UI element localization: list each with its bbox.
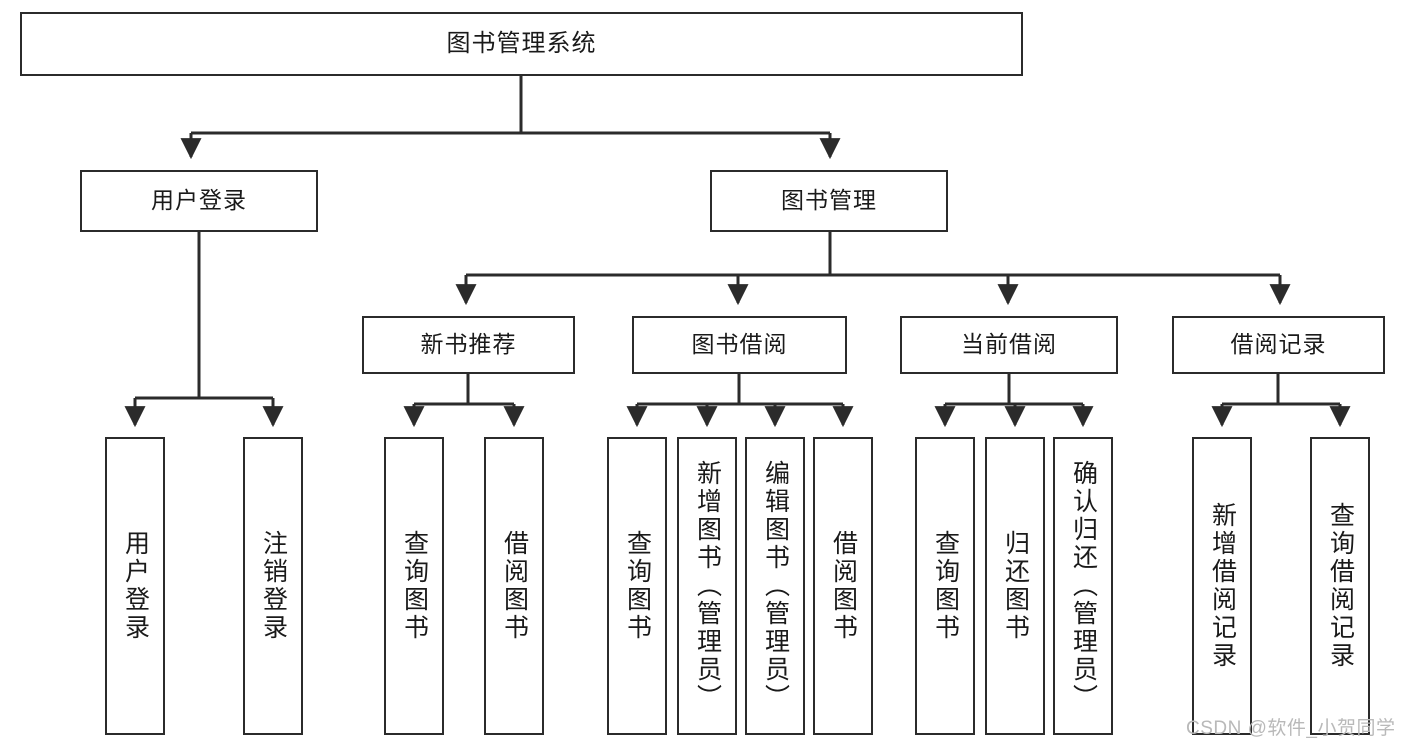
node-label: 用户登录 xyxy=(151,187,247,214)
csdn-watermark: CSDN @软件_小贺同学 xyxy=(1186,718,1396,739)
node-leaf-user-login[interactable]: 用户登录 xyxy=(105,437,165,735)
node-label: 查询图书 xyxy=(400,530,429,642)
node-leaf-add-book[interactable]: 新增图书（管理员） xyxy=(677,437,737,735)
node-label: 新增借阅记录 xyxy=(1208,502,1237,670)
node-label: 新增图书（管理员） xyxy=(693,460,722,712)
node-label: 查询图书 xyxy=(623,530,652,642)
node-label: 编辑图书（管理员） xyxy=(761,460,790,712)
node-leaf-logout-login[interactable]: 注销登录 xyxy=(243,437,303,735)
node-label: 借阅图书 xyxy=(500,530,529,642)
node-label: 查询图书 xyxy=(931,530,960,642)
node-label: 新书推荐 xyxy=(420,331,517,358)
node-label: 图书借阅 xyxy=(691,331,788,358)
node-leaf-edit-book[interactable]: 编辑图书（管理员） xyxy=(745,437,805,735)
node-label: 借阅记录 xyxy=(1230,331,1327,358)
node-new-book-recommend[interactable]: 新书推荐 xyxy=(362,316,575,374)
node-leaf-query-book-1[interactable]: 查询图书 xyxy=(384,437,444,735)
node-leaf-add-record[interactable]: 新增借阅记录 xyxy=(1192,437,1252,735)
node-borrow-record[interactable]: 借阅记录 xyxy=(1172,316,1385,374)
node-user-login[interactable]: 用户登录 xyxy=(80,170,318,232)
node-leaf-query-book-2[interactable]: 查询图书 xyxy=(607,437,667,735)
node-root-system[interactable]: 图书管理系统 xyxy=(20,12,1023,76)
node-leaf-borrow-book-2[interactable]: 借阅图书 xyxy=(813,437,873,735)
node-book-management[interactable]: 图书管理 xyxy=(710,170,948,232)
node-label: 确认归还（管理员） xyxy=(1069,460,1098,712)
node-leaf-query-book-3[interactable]: 查询图书 xyxy=(915,437,975,735)
node-label: 注销登录 xyxy=(259,530,288,642)
node-label: 借阅图书 xyxy=(829,530,858,642)
node-label: 查询借阅记录 xyxy=(1326,502,1355,670)
node-current-borrow[interactable]: 当前借阅 xyxy=(900,316,1118,374)
node-label: 图书管理系统 xyxy=(446,29,597,57)
node-book-borrow[interactable]: 图书借阅 xyxy=(632,316,847,374)
node-leaf-return-book[interactable]: 归还图书 xyxy=(985,437,1045,735)
node-leaf-confirm-return[interactable]: 确认归还（管理员） xyxy=(1053,437,1113,735)
node-label: 归还图书 xyxy=(1001,530,1030,642)
node-leaf-borrow-book-1[interactable]: 借阅图书 xyxy=(484,437,544,735)
node-leaf-query-record[interactable]: 查询借阅记录 xyxy=(1310,437,1370,735)
node-label: 用户登录 xyxy=(121,530,150,642)
node-label: 图书管理 xyxy=(781,187,877,214)
node-label: 当前借阅 xyxy=(961,331,1057,358)
